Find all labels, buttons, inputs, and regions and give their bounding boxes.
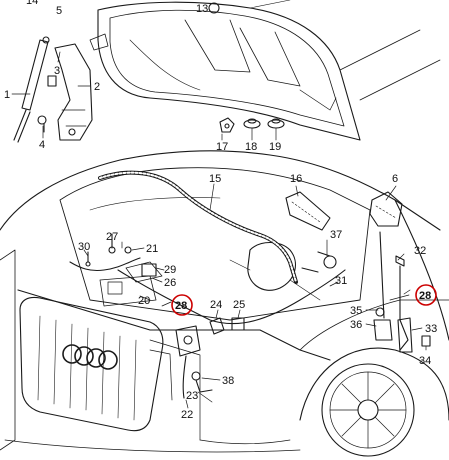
part-label: 32: [414, 245, 426, 257]
part-label: 36: [350, 319, 362, 331]
part-label: 18: [245, 141, 257, 153]
part-28-right-marker: [415, 284, 437, 306]
part-label: 3: [54, 65, 60, 77]
hood-seal-strip: [98, 170, 298, 284]
car-body: [0, 29, 449, 453]
release-cable-and-latch: [69, 231, 409, 351]
part-label: 25: [233, 299, 245, 311]
part-label: 27: [106, 231, 118, 243]
front-wheel: [299, 347, 449, 457]
engine-bay: [59, 167, 371, 321]
part-label: 17: [216, 141, 228, 153]
part-label: 19: [269, 141, 281, 153]
part-label: 34: [419, 355, 431, 367]
part-28-label: 28: [419, 290, 431, 302]
part-28-highlight-markers: [171, 284, 437, 316]
part-label: 23: [186, 390, 198, 402]
part-label: 24: [210, 299, 222, 311]
part-label: 29: [164, 264, 176, 276]
part-label: 31: [335, 275, 347, 287]
hood: [97, 0, 361, 141]
part-label: 14: [26, 0, 38, 7]
part-label: 6: [392, 173, 398, 185]
part-label: 13: [196, 3, 208, 15]
part-label: 4: [39, 139, 45, 151]
part-label: 1: [4, 89, 10, 101]
right-side-brackets: [373, 307, 431, 353]
hood-strut-and-hinge: [13, 33, 109, 143]
part-label: 15: [209, 173, 221, 185]
fasteners-17-18-19: [208, 2, 285, 133]
part-label: 35: [350, 305, 362, 317]
part-label: 38: [222, 375, 234, 387]
part-labels: 1 2 3 4 5 6 13 14 15 16 17 18 19 20 21 2…: [4, 0, 437, 421]
part-28-label: 28: [175, 300, 187, 312]
part-label: 33: [425, 323, 437, 335]
part-28-left-marker: [171, 294, 193, 316]
part-label: 5: [56, 5, 62, 17]
part-label: 30: [78, 241, 90, 253]
part-label: 22: [181, 409, 193, 421]
part-label: 26: [164, 277, 176, 289]
insulation-pads: [285, 191, 403, 231]
part-label: 2: [94, 81, 100, 93]
front-latch-assembly: [175, 317, 245, 399]
part-label: 16: [290, 173, 302, 185]
part-label: 20: [138, 295, 150, 307]
part-label: 21: [146, 243, 158, 255]
front-grille: [19, 296, 173, 432]
leader-lines: [11, 51, 427, 409]
part-label: 37: [330, 229, 342, 241]
